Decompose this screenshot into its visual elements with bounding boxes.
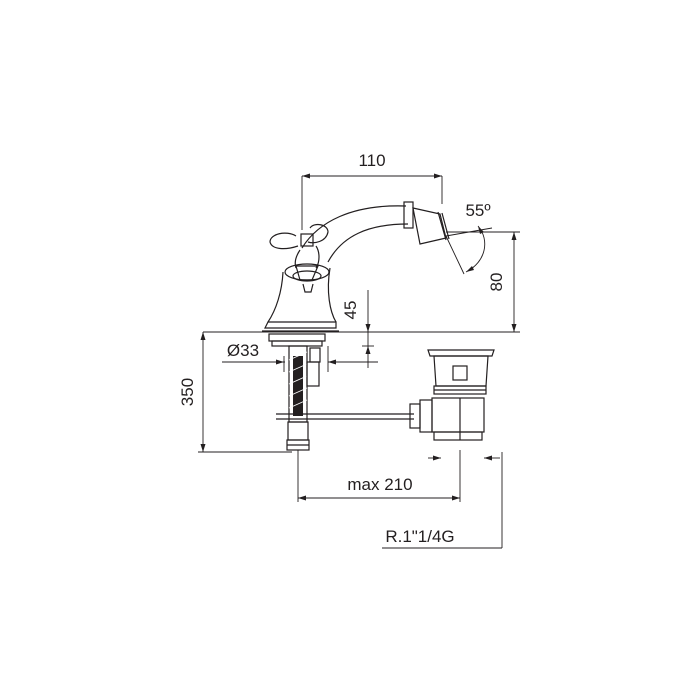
label-body-height: 45: [341, 301, 360, 320]
dim-body-height: [362, 290, 374, 368]
label-drain-max-distance: max 210: [347, 475, 412, 494]
label-spout-reach: 110: [358, 151, 385, 170]
dim-drain-thread: [382, 452, 503, 549]
dim-drain-max-distance: [297, 450, 461, 502]
label-spout-angle: 55º: [465, 201, 490, 220]
dim-spout-reach: [301, 173, 443, 230]
dim-spout-angle: [445, 225, 520, 275]
label-hole-diameter: Ø33: [227, 341, 259, 360]
faucet-outline: [262, 201, 450, 332]
label-spout-height: 80: [487, 273, 506, 292]
dim-spout-height: [511, 232, 517, 332]
dim-under-counter-length: [198, 332, 292, 453]
label-under-counter-length: 350: [178, 378, 197, 406]
dim-hole-diameter: [222, 346, 378, 372]
under-counter-assembly: [203, 331, 520, 451]
label-drain-thread: R.1"1/4G: [385, 527, 454, 546]
